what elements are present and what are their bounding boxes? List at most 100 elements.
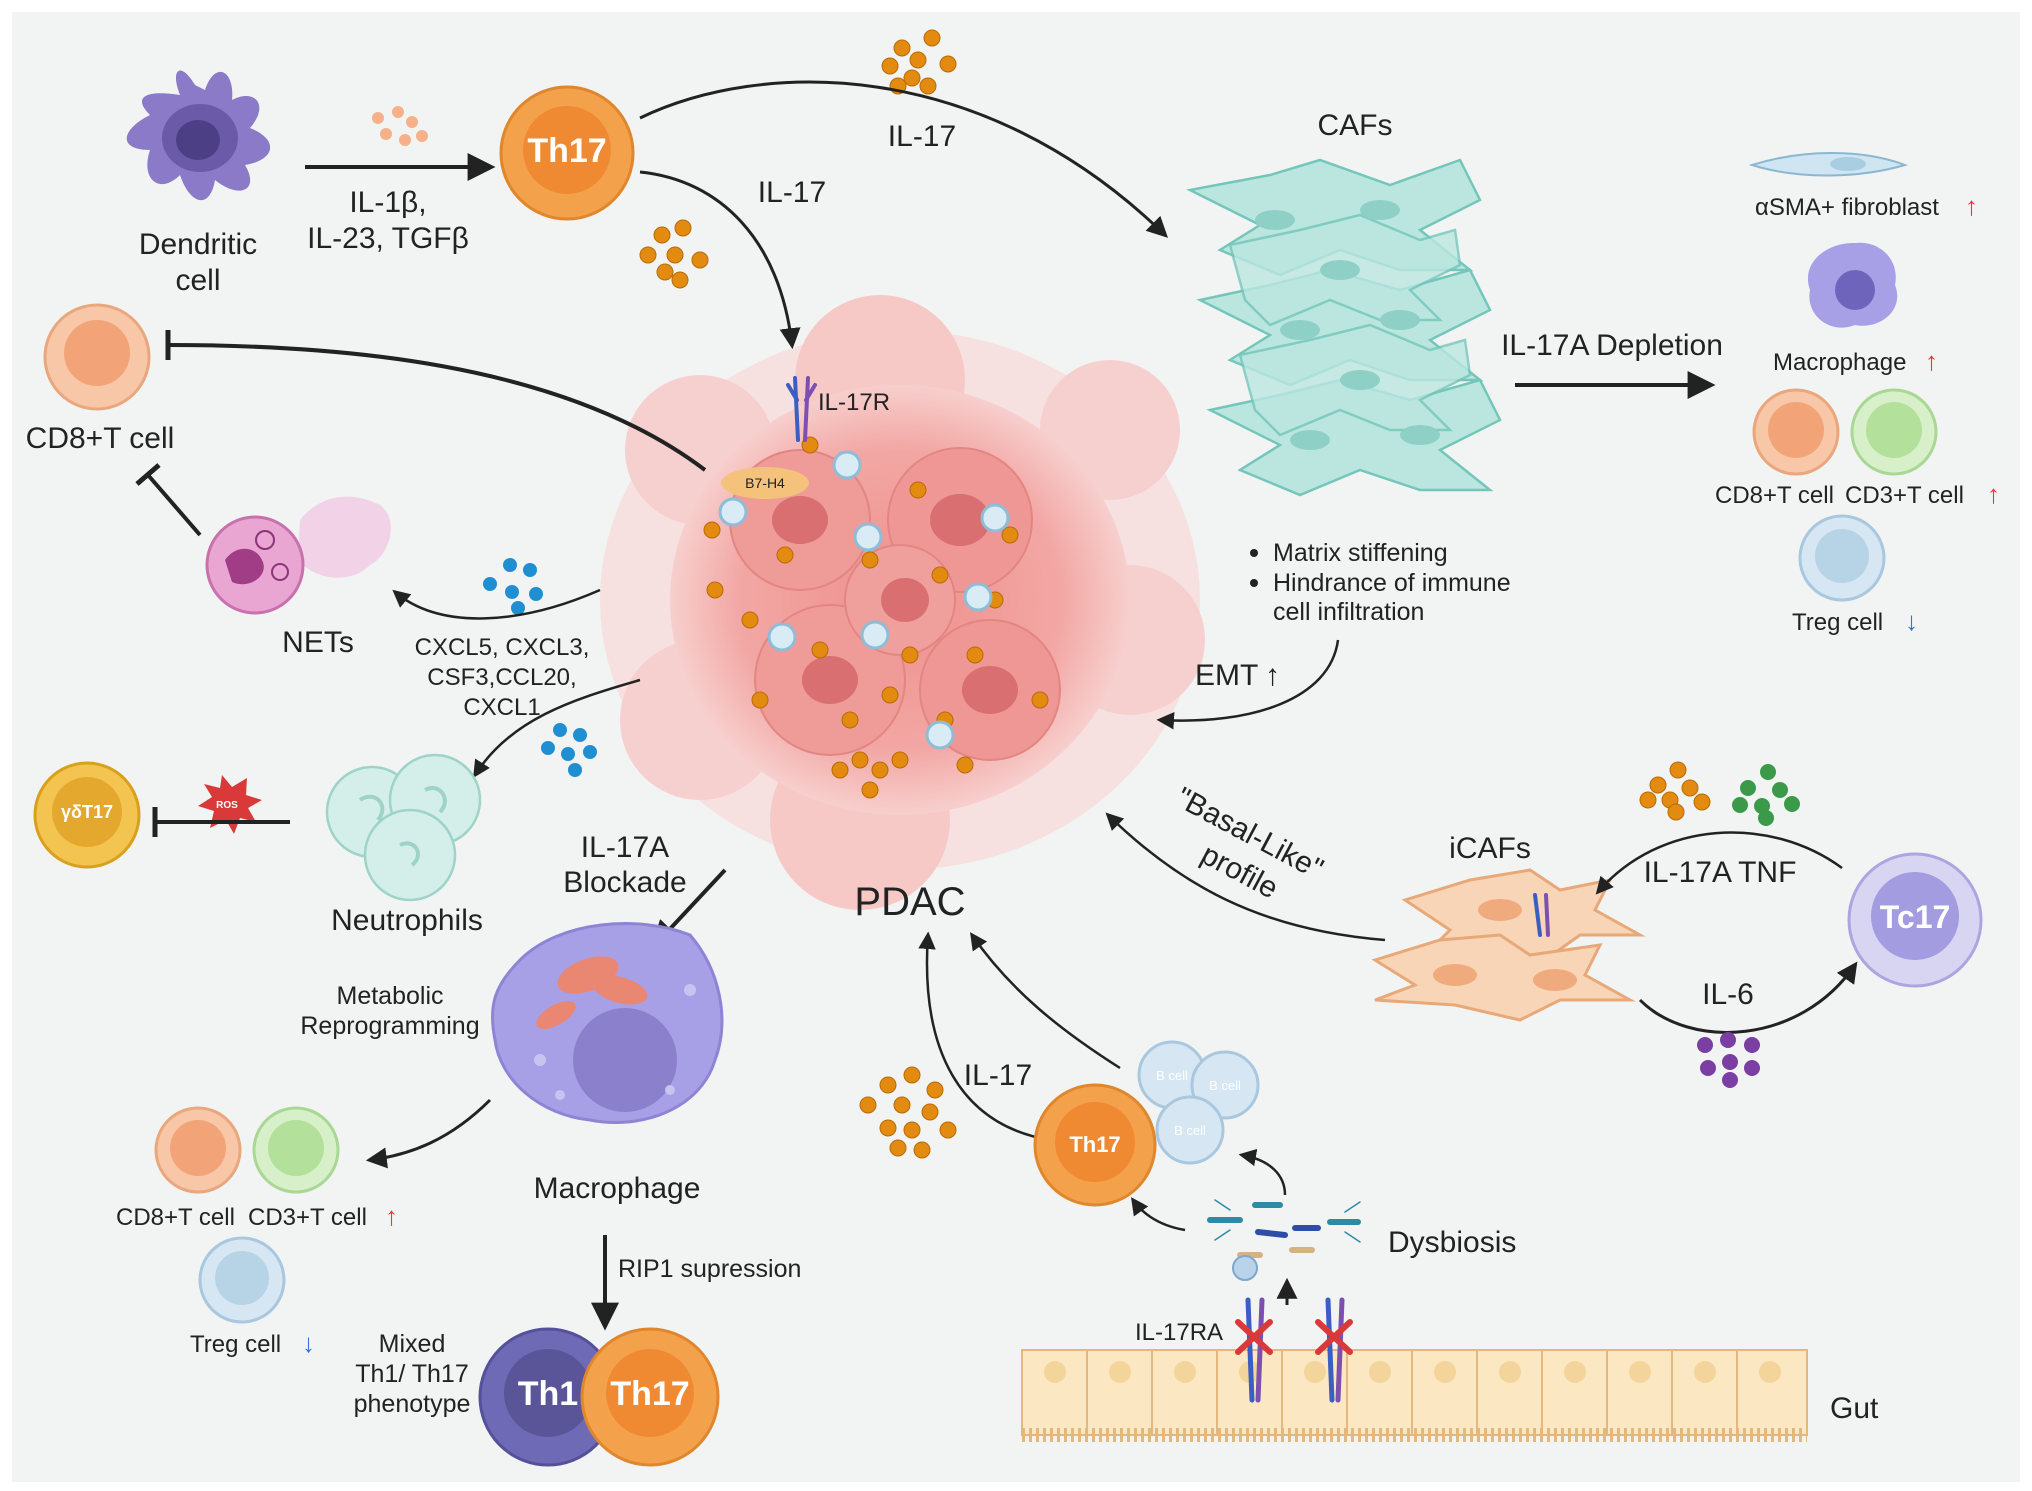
svg-text:γδT17: γδT17: [61, 802, 113, 822]
cd3-right-up-arrow: ↑: [1987, 479, 2000, 509]
arrow-il17-bottom-to-pdac: [918, 931, 1051, 1142]
il17ra-receptor-icons: [1245, 1297, 1345, 1403]
svg-text:ROS: ROS: [216, 800, 238, 811]
icafs-label: iCAFs: [1449, 832, 1531, 865]
emt-up-arrow: ↑: [1265, 659, 1280, 692]
svg-text:Th17: Th17: [527, 132, 606, 170]
il17r-label: IL-17R: [818, 389, 890, 416]
treg-bottom-down-arrow: ↓: [302, 1328, 315, 1358]
il17a-depletion-label: IL-17A Depletion: [1501, 329, 1723, 362]
il17-label-top-center: IL-17: [758, 176, 826, 209]
il17-label-bottom: IL-17: [964, 1059, 1032, 1092]
neutrophils-label: Neutrophils: [331, 904, 483, 937]
gut-epithelium: [1021, 1349, 1808, 1442]
cafs-nuclei: [1255, 200, 1440, 450]
cxcl-label-line3: CXCL1: [463, 694, 540, 721]
metabolic-label-line2: Reprogramming: [300, 1012, 479, 1040]
arrow-bcell-to-pdac: [970, 932, 1121, 1070]
asma-up-arrow: ↑: [1965, 191, 1978, 221]
gut-label: Gut: [1830, 1392, 1879, 1425]
tc17-cell: Tc17: [1847, 852, 1983, 988]
inhibit-b7h4-to-cd8: [167, 343, 707, 472]
dendritic-cell-label-line2: cell: [175, 264, 220, 297]
chemokine-dots-lower: [541, 723, 597, 777]
treg-right-cell: [1798, 514, 1886, 602]
cd8-left-cell: [43, 303, 151, 411]
cd3-bottom-up-arrow: ↑: [385, 1201, 398, 1231]
cd8-bottom-cell: [154, 1106, 242, 1194]
ros-icon: ROS: [198, 775, 262, 834]
il17-label-top-right: IL-17: [888, 120, 956, 153]
cd3-right-cell: [1850, 388, 1938, 476]
b-cells-cluster: [1137, 1040, 1260, 1165]
svg-text:Th1: Th1: [518, 1375, 578, 1413]
macrophage-bottom-icon: [491, 922, 724, 1124]
emt-label: EMT: [1195, 659, 1258, 692]
treg-bottom-label: Treg cell: [190, 1331, 281, 1358]
icafs-nuclei: [1433, 899, 1577, 991]
asma-fibroblast-icon: [1748, 152, 1909, 177]
il17-dots-top: [881, 29, 957, 95]
metabolic-label-line1: Metabolic: [337, 982, 444, 1010]
arrow-tumor-to-nets: [392, 588, 601, 620]
svg-text:Tc17: Tc17: [1880, 899, 1951, 935]
inhibit-bar-cd8-bottom: [135, 463, 161, 486]
il17a-blockade-label-line2: Blockade: [563, 866, 686, 899]
neutrophils-icon: [325, 753, 482, 902]
cd3-bottom-label: CD3+T cell: [248, 1204, 367, 1231]
b7h4-label: B7-H4: [745, 475, 785, 491]
dysbiosis-label: Dysbiosis: [1388, 1226, 1516, 1259]
icafs-fibroblast-icon: [1371, 868, 1646, 1022]
il17a-tnf-label: IL-17A TNF: [1644, 856, 1797, 889]
cxcl-label-line1: CXCL5, CXCL3,: [415, 634, 590, 661]
b-cell-label-2: B cell: [1209, 1078, 1241, 1093]
arrow-dysbiosis-to-th17: [1130, 1197, 1186, 1232]
macrophage-right-up-arrow: ↑: [1925, 346, 1938, 376]
gdt17-cell: γδT17: [33, 761, 141, 869]
il6-dots: [1697, 1032, 1760, 1088]
rip1-label: RIP1 supression: [618, 1255, 801, 1283]
macrophage-right-label: Macrophage: [1773, 349, 1906, 376]
mixed-label-line2: Th1/ Th17: [355, 1360, 469, 1388]
tumor-vesicles: [718, 450, 1010, 750]
blocked-x-icons: [1235, 1319, 1353, 1355]
tnf-il17-dots: [1639, 761, 1800, 826]
il1b-label-line2: IL-23, TGFβ: [307, 222, 469, 255]
cd8-left-label: CD8+T cell: [26, 422, 175, 455]
b7h4-marker: [721, 467, 809, 499]
nets-label: NETs: [282, 626, 354, 659]
il1b-label-line1: IL-1β,: [349, 186, 426, 219]
svg-text:Th17: Th17: [1069, 1132, 1120, 1157]
nets-neutrophil-icon: [205, 496, 391, 615]
il17-dots-mid: [639, 219, 709, 289]
arrow-icafs-to-pdac: [1105, 812, 1386, 942]
il1b-cytokine-dots: [372, 106, 428, 146]
cafs-effects-list: Matrix stiffening Hindrance of immune ce…: [1250, 539, 1511, 626]
treg-bottom-cell: [198, 1236, 286, 1324]
dendritic-cell-icon: [126, 70, 271, 201]
il17r-receptor-icon: [786, 376, 817, 442]
arrow-tc17-to-icafs: [1595, 831, 1843, 895]
macrophage-bottom-label: Macrophage: [534, 1172, 701, 1205]
icafs-receptor-icon: [1533, 893, 1550, 937]
cd8-bottom-label: CD8+T cell: [116, 1204, 235, 1231]
il17ra-label: IL-17RA: [1135, 1319, 1223, 1346]
il6-label: IL-6: [1702, 978, 1754, 1011]
il17-dots-bottom: [859, 1066, 957, 1159]
svg-text:Th17: Th17: [610, 1375, 689, 1413]
inhibit-nets-to-cd8: [146, 473, 202, 537]
pdac-label: PDAC: [854, 880, 965, 924]
treg-right-down-arrow: ↓: [1905, 606, 1918, 636]
svg-text:Hindrance of immune: Hindrance of immune: [1273, 569, 1511, 597]
cd3-bottom-cell: [252, 1106, 340, 1194]
dendritic-cell-label-line1: Dendritic: [139, 228, 257, 261]
macrophage-right-icon: [1807, 242, 1898, 328]
dysbiosis-bacteria-icon: [1207, 1199, 1361, 1281]
cafs-label: CAFs: [1318, 109, 1393, 142]
th17-pair-cell: Th17: [580, 1327, 720, 1467]
cd3-right-label: CD3+T cell: [1845, 482, 1964, 509]
cxcl-label-line2: CSF3,CCL20,: [427, 664, 576, 691]
tumor-il17-dots: [703, 436, 1049, 799]
arrow-icafs-to-tc17: [1638, 961, 1858, 1034]
